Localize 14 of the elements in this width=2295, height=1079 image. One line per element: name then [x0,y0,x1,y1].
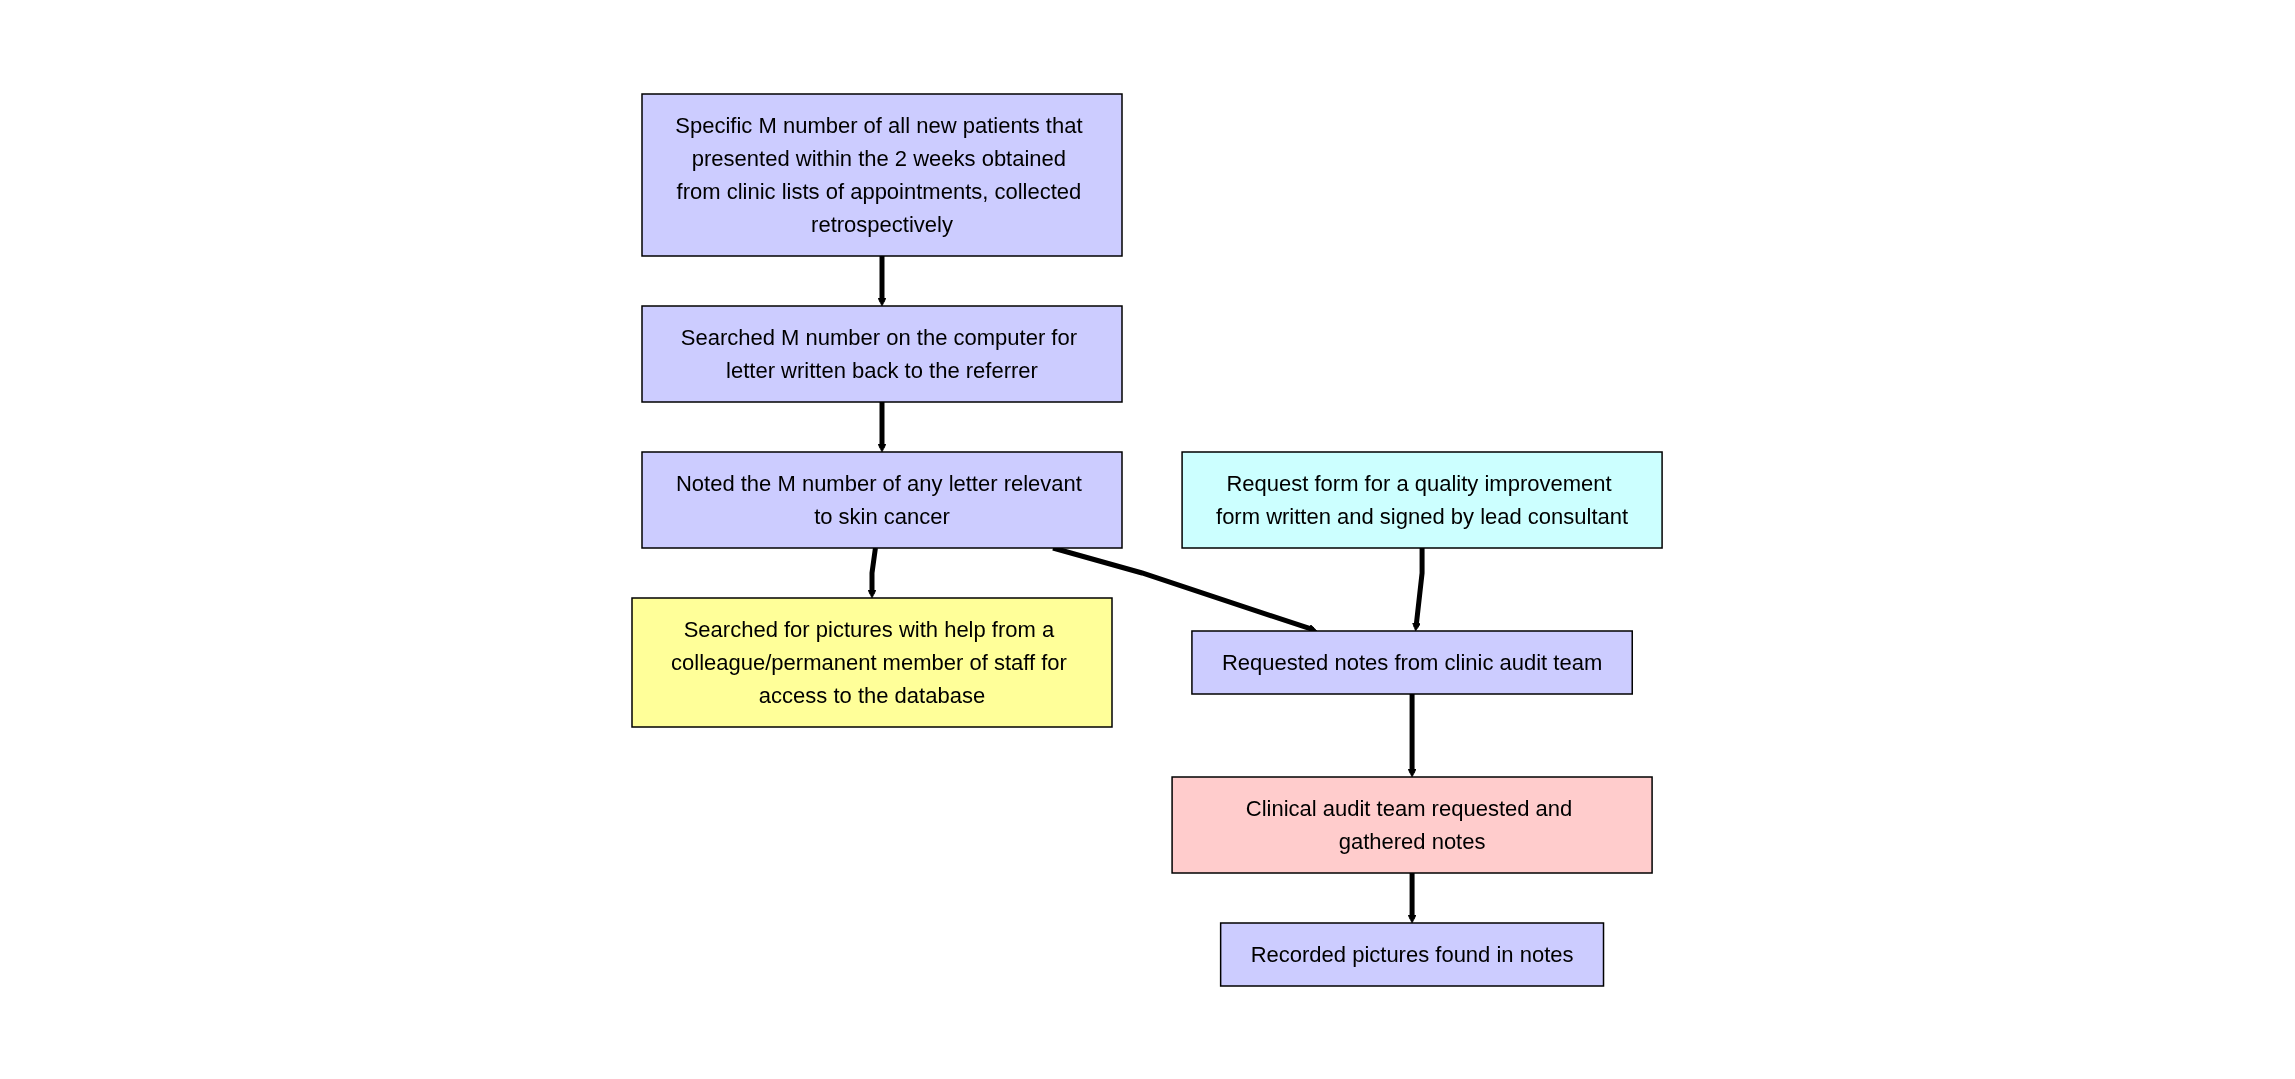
node-box: Specific M number of all new patients that presented within the 2 weeks obtained from clinic lists of appointments, collected retrospectively [641,92,1124,257]
node-box: Clinical audit team requested and gathered notes [1171,775,1654,874]
node-box: Recorded pictures found in notes [1220,921,1605,987]
arrow [878,401,887,452]
arrow [868,547,879,598]
arrow [1412,547,1426,631]
arrow [1408,693,1417,777]
node-box: Searched for pictures with help from a colleague/permanent member of staff for access to the database [631,596,1114,728]
arrow [878,255,887,306]
node-box: Searched M number on the computer for letter written back to the referrer [641,304,1124,403]
arrow [1408,872,1417,923]
node-box: Noted the M number of any letter relevant to skin cancer [641,450,1124,549]
node-box: Request form for a quality improvement form written and signed by lead consultant [1181,450,1664,549]
node-box: Requested notes from clinic audit team [1191,629,1634,695]
